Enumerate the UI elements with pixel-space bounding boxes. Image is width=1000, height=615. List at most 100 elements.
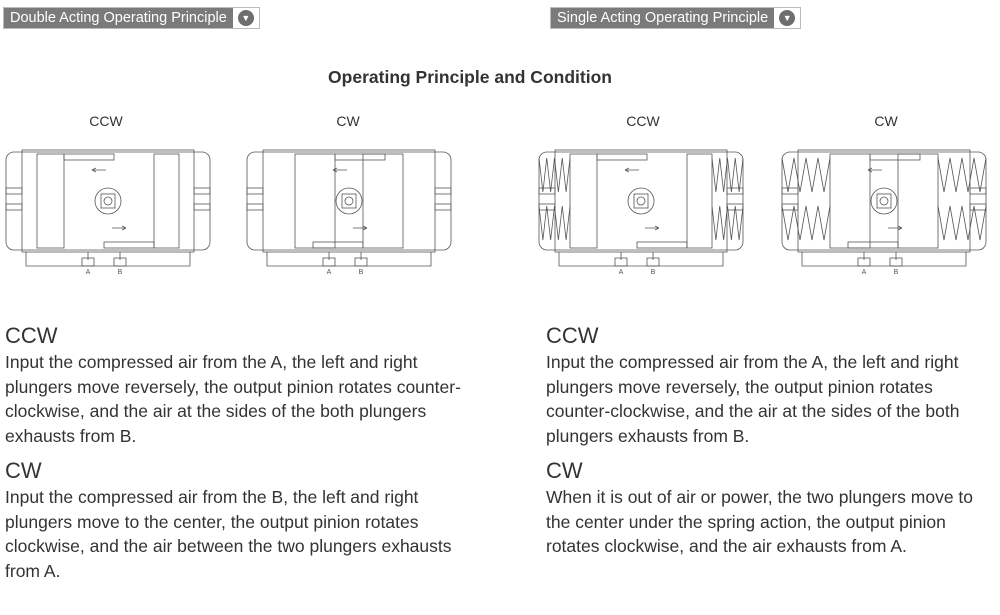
end-cap-slot: [246, 203, 264, 211]
diagram-label: CW: [874, 113, 898, 129]
port-b: [354, 257, 368, 267]
end-cap-slot: [781, 203, 799, 211]
rack-bottom: [103, 241, 155, 249]
pinion-shaft: [344, 196, 354, 206]
chevron-down-circle-icon[interactable]: ▼: [774, 8, 801, 28]
rack-top: [63, 153, 115, 161]
cylinder: [797, 149, 971, 253]
port-label: B: [651, 269, 656, 276]
chevron-down-circle-icon[interactable]: ▼: [232, 8, 259, 28]
pinion-shaft: [879, 196, 889, 206]
cw-text: Input the compressed air from the B, the…: [5, 487, 452, 581]
end-cap-slot: [434, 187, 452, 195]
end-cap-slot: [538, 187, 556, 195]
right-piston: [686, 153, 713, 249]
port-pipe: [620, 252, 654, 260]
tab-label: Double Acting Operating Principle: [4, 8, 233, 28]
end-cap-slot: [193, 203, 211, 211]
end-cap-slot: [246, 187, 264, 195]
spring-icon: [538, 157, 744, 241]
right-piston: [897, 153, 939, 249]
single-acting-tab[interactable]: Single Acting Operating Principle ▼: [550, 7, 802, 29]
cylinder: [554, 149, 728, 253]
tab-label: Single Acting Operating Principle: [551, 8, 775, 28]
port-label: A: [862, 269, 867, 276]
rack-top: [596, 153, 648, 161]
arrow-icon: [888, 225, 903, 231]
port-b: [113, 257, 127, 267]
port-label: A: [86, 269, 91, 276]
diagram-label: CW: [336, 113, 360, 129]
ccw-heading: CCW: [546, 323, 599, 348]
diagram-label: CCW: [89, 113, 123, 129]
double-acting-description: CCW Input the compressed air from the A,…: [5, 322, 475, 592]
port-a: [322, 257, 336, 267]
end-cap-slot: [434, 203, 452, 211]
port-label: B: [894, 269, 899, 276]
ccw-text: Input the compressed air from the A, the…: [546, 352, 960, 446]
actuator-body: [5, 151, 211, 251]
end-cap-slot: [969, 203, 987, 211]
port-label: B: [359, 269, 364, 276]
ccw-heading: CCW: [5, 323, 58, 348]
arrow-icon: [91, 167, 106, 173]
cw-heading: CW: [546, 458, 583, 483]
arrow-icon: [645, 225, 660, 231]
actuator-body: [538, 151, 744, 251]
port-a: [614, 257, 628, 267]
pinion-shaft: [636, 196, 646, 206]
rack-bottom: [312, 241, 364, 249]
cylinder: [21, 149, 195, 253]
port-pipe: [87, 252, 121, 260]
pinion-gear: [870, 187, 898, 215]
arrow-icon: [624, 167, 639, 173]
pinion-gear: [94, 187, 122, 215]
end-cap-slot: [5, 203, 23, 211]
pinion-gear: [335, 187, 363, 215]
air-line: [801, 252, 967, 267]
arrow-icon: [867, 167, 882, 173]
spring-icon: [781, 157, 987, 241]
port-b: [646, 257, 660, 267]
actuator-body: [246, 151, 452, 251]
right-piston: [153, 153, 180, 249]
rack-top: [334, 153, 386, 161]
arrow-icon: [112, 225, 127, 231]
ccw-text: Input the compressed air from the A, the…: [5, 352, 461, 446]
pinion-square: [100, 193, 116, 209]
rack-bottom: [847, 241, 899, 249]
rack-top: [869, 153, 921, 161]
air-line: [558, 252, 724, 267]
double-acting-tab[interactable]: Double Acting Operating Principle ▼: [3, 7, 260, 29]
arrow-icon: [353, 225, 368, 231]
port-pipe: [328, 252, 362, 260]
diagram-label: CCW: [626, 113, 660, 129]
port-a: [81, 257, 95, 267]
port-pipe: [863, 252, 897, 260]
pinion-gear: [627, 187, 655, 215]
port-label: A: [619, 269, 624, 276]
port-a: [857, 257, 871, 267]
end-cap-slot: [5, 187, 23, 195]
pinion-square: [876, 193, 892, 209]
port-b: [889, 257, 903, 267]
pinion-square: [633, 193, 649, 209]
left-piston: [36, 153, 65, 249]
page-title: Operating Principle and Condition: [328, 67, 612, 87]
rack-bottom: [636, 241, 688, 249]
arrow-icon: [332, 167, 347, 173]
cw-text: When it is out of air or power, the two …: [546, 487, 974, 556]
left-piston: [829, 153, 871, 249]
end-cap-slot: [193, 187, 211, 195]
end-cap-slot: [726, 187, 744, 195]
cw-heading: CW: [5, 458, 42, 483]
end-cap-slot: [781, 187, 799, 195]
port-label: B: [118, 269, 123, 276]
end-cap-slot: [969, 187, 987, 195]
actuator-body: [781, 151, 987, 251]
single-acting-description: CCW Input the compressed air from the A,…: [546, 322, 1000, 568]
